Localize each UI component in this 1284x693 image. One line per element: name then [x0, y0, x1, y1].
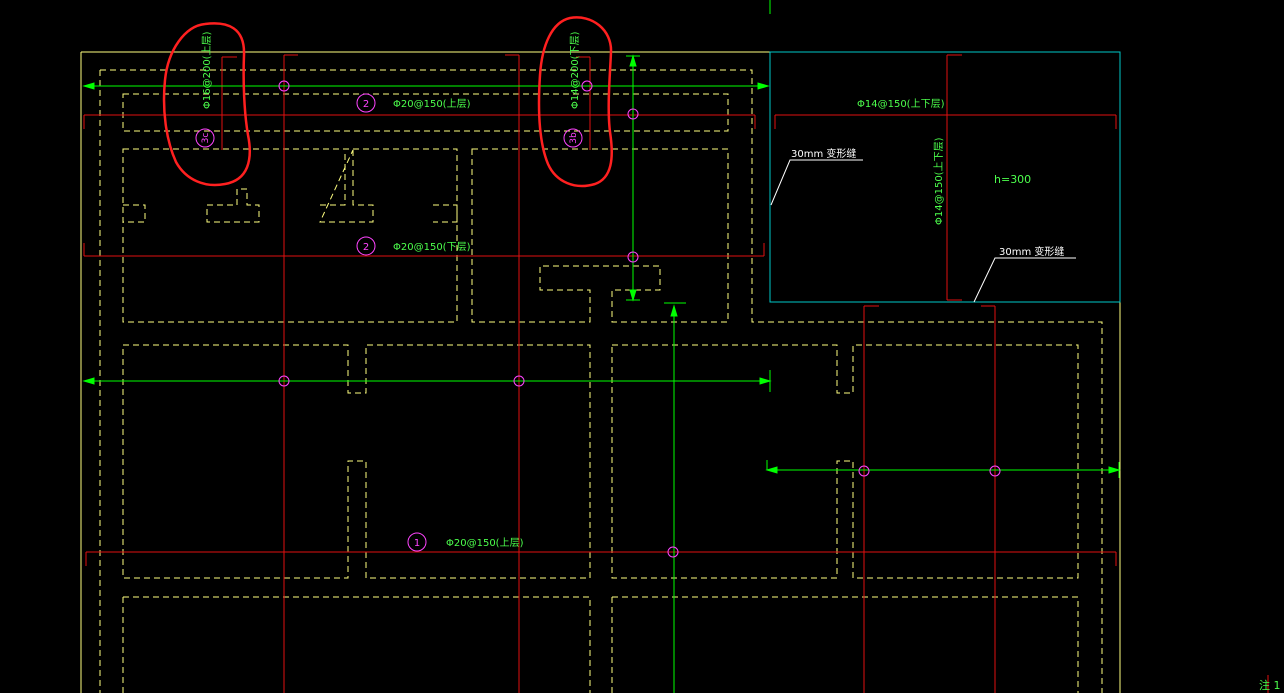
- marker-top-text: 2: [363, 99, 369, 110]
- rebar-lines: [83, 54, 1269, 693]
- rebar-marker-vertical-mid: 3b: [563, 128, 583, 148]
- rebar-marker-bottom: 1: [407, 532, 427, 552]
- highlight-loop-mid: [537, 16, 613, 188]
- panel-leaders: [770, 159, 1076, 303]
- rebar-label-bottom: Φ20@150(上层): [446, 537, 524, 549]
- marker-mid-text: 2: [363, 242, 369, 253]
- highlight-loop-left: [162, 22, 252, 187]
- dimension-lines: [82, 54, 1121, 693]
- marker-vertical-left-text: 3c: [201, 133, 211, 144]
- panel-note-bottom: 30mm 变形缝: [999, 245, 1064, 258]
- intersection-markers: [278, 80, 1001, 558]
- panel-label-horizontal: Φ14@150(上下层): [857, 98, 945, 110]
- rebar-marker-mid: 2: [356, 236, 376, 256]
- slab-outline: [80, 0, 1121, 693]
- panel-note-top: 30mm 变形缝: [791, 147, 856, 160]
- marker-bottom-text: 1: [414, 538, 420, 549]
- panel-label-vertical: Φ14@150(上下层): [933, 137, 945, 225]
- panel-border: [769, 51, 1121, 303]
- rebar-marker-top: 2: [356, 93, 376, 113]
- rebar-label-mid: Φ20@150(下层): [393, 241, 471, 253]
- rebar-label-vertical-left: Φ16@200(上层): [201, 31, 213, 109]
- panel-height-label: h=300: [994, 173, 1031, 186]
- marker-vertical-mid-text: 3b: [569, 132, 579, 144]
- rebar-label-top: Φ20@150(上层): [393, 98, 471, 110]
- rebar-marker-vertical-left: 3c: [195, 128, 215, 148]
- corner-note: 注 1: [1259, 678, 1281, 692]
- rebar-label-vertical-mid: Φ14@200(下层): [569, 31, 581, 109]
